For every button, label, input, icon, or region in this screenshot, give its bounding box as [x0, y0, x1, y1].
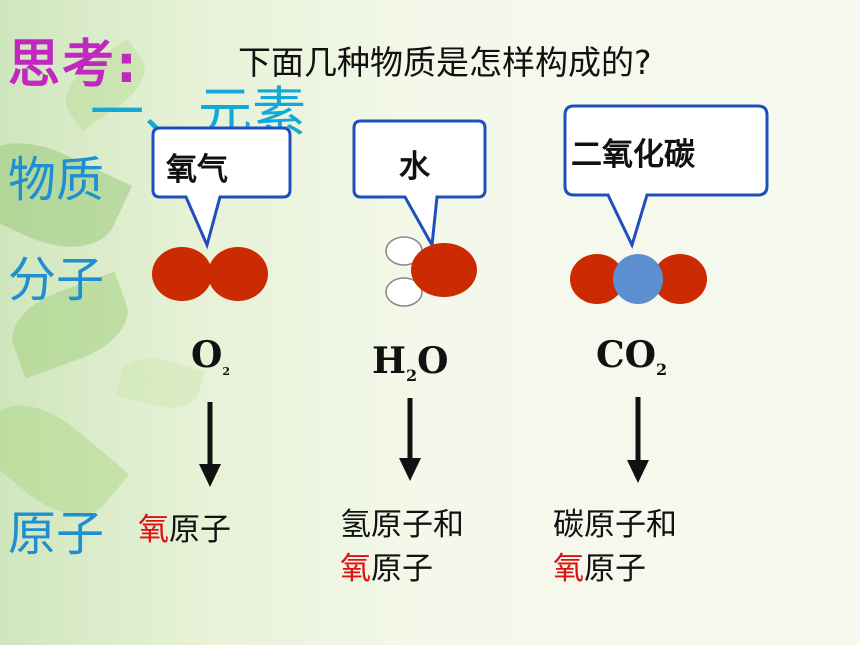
- substance-name-water: 水: [399, 149, 430, 185]
- arrow-down-icon: [627, 397, 649, 483]
- formula-oxygen: O2: [191, 334, 231, 379]
- atoms-water: 氢原子和 氧原子: [340, 507, 464, 587]
- substance-name-co2: 二氧化碳: [571, 137, 695, 173]
- atoms-co2: 碳原子和 氧原子: [553, 507, 677, 587]
- atoms-oxygen: 氧原子: [138, 512, 231, 548]
- hydrogen-atom: [385, 277, 423, 307]
- arrow-down-icon: [199, 402, 221, 487]
- think-label: 思考:: [8, 35, 139, 95]
- row-label-molecule: 分子: [8, 252, 105, 308]
- substance-name-oxygen: 氧气: [166, 152, 228, 188]
- question-text: 下面几种物质是怎样构成的?: [238, 43, 652, 82]
- oxygen-atom: [570, 254, 624, 304]
- formula-water: H2O: [372, 340, 449, 386]
- oxygen-atom: [411, 243, 477, 297]
- callout-oxygen: [151, 126, 292, 250]
- formula-co2: CO2: [596, 334, 668, 380]
- row-label-atom: 原子: [8, 506, 105, 562]
- row-label-substance: 物质: [8, 152, 105, 208]
- arrow-down-icon: [399, 398, 421, 481]
- callout-co2: [563, 104, 769, 250]
- oxygen-atom: [653, 254, 707, 304]
- callout-water: [352, 119, 487, 250]
- carbon-atom: [613, 254, 663, 304]
- oxygen-atom: [152, 247, 212, 301]
- oxygen-atom: [208, 247, 268, 301]
